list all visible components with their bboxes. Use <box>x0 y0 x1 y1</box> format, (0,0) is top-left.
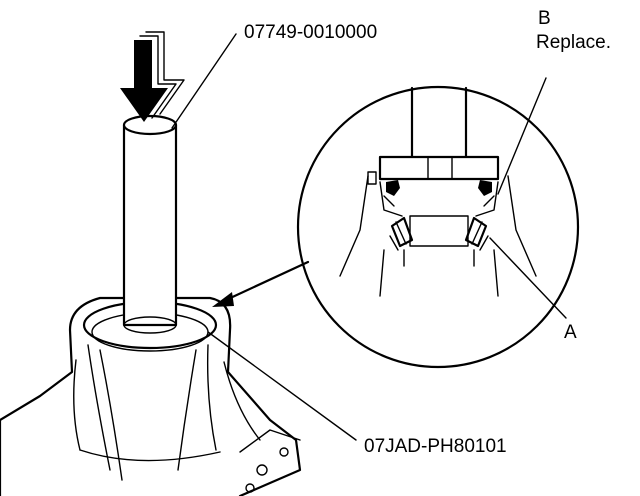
tool-label-top: 07749-0010000 <box>244 22 377 43</box>
down-arrow-icon <box>120 31 185 122</box>
tool-label-bottom: 07JAD-PH80101 <box>364 436 507 457</box>
detail-pointer-arrow <box>212 260 310 307</box>
leader-lines <box>171 33 357 441</box>
inset-callout-lines <box>489 77 567 319</box>
installer-shaft <box>122 114 178 334</box>
callout-b-letter: B <box>538 8 551 29</box>
callout-a-letter: A <box>564 322 577 343</box>
callout-b-note: Replace. <box>536 32 611 53</box>
detail-inset <box>296 85 580 369</box>
transmission-housing <box>0 296 302 496</box>
